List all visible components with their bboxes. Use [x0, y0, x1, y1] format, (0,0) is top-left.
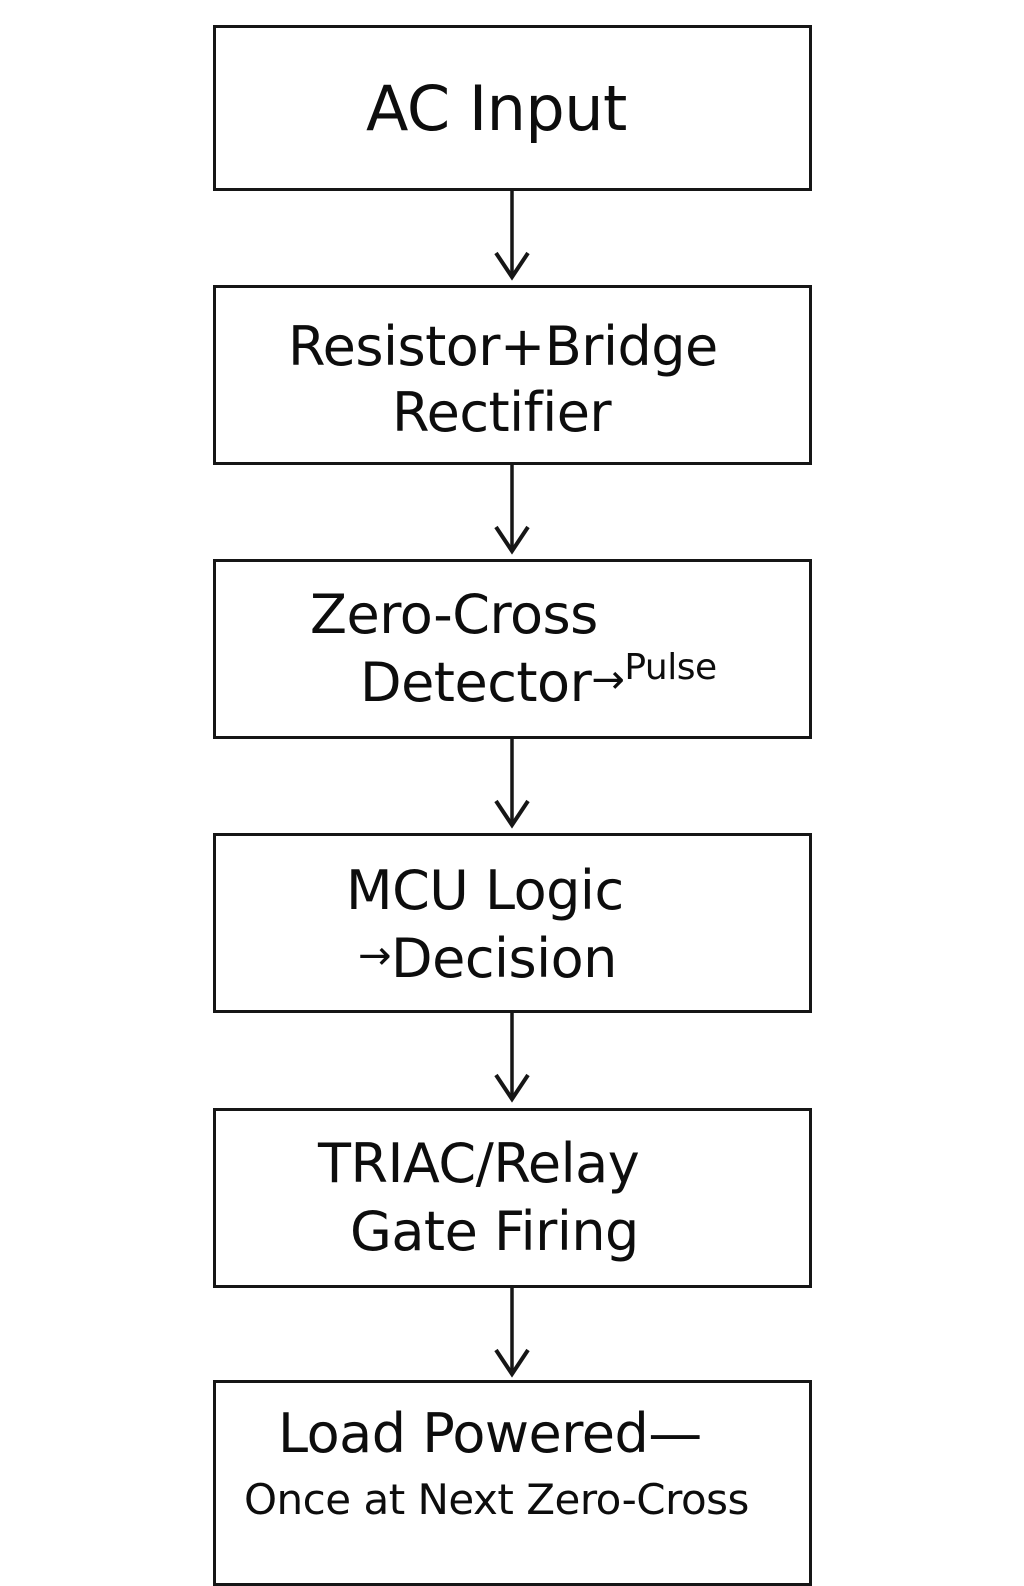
node-rectifier-line-1: Resistor+Bridge [288, 315, 718, 378]
node-zero-cross-line-1: Zero-Cross [310, 583, 598, 646]
node-load-powered: Load Powered— Once at Next Zero-Cross [213, 1380, 812, 1586]
node-ac-input: AC Input [213, 25, 812, 191]
node-zero-cross-detector-word: Detector [360, 651, 592, 714]
node-mcu-logic-line-1: MCU Logic [346, 859, 624, 922]
node-load-powered-line-2: Once at Next Zero-Cross [244, 1475, 749, 1524]
node-zero-cross-detector: Zero-Cross Detector→Pulse [213, 559, 812, 739]
right-arrow-glyph: → [591, 657, 625, 703]
node-triac-relay: TRIAC/Relay Gate Firing [213, 1108, 812, 1288]
arrow-zero-cross-to-mcu [492, 737, 532, 831]
node-mcu-decision-word: Decision [391, 927, 617, 990]
node-mcu-logic-line-2: →Decision [358, 932, 617, 986]
node-load-powered-line-1: Load Powered— [278, 1402, 702, 1465]
node-zero-cross-pulse-label: Pulse [624, 647, 717, 688]
arrow-triac-to-load [492, 1286, 532, 1380]
arrow-ac-input-to-rectifier [492, 189, 532, 283]
node-rectifier: Resistor+Bridge Rectifier [213, 285, 812, 465]
node-mcu-logic: MCU Logic →Decision [213, 833, 812, 1013]
arrow-rectifier-to-zero-cross [492, 463, 532, 557]
node-rectifier-line-2: Rectifier [392, 381, 612, 444]
right-arrow-glyph: → [358, 933, 392, 979]
node-triac-relay-line-2: Gate Firing [350, 1200, 639, 1263]
node-triac-relay-line-1: TRIAC/Relay [318, 1132, 640, 1195]
node-zero-cross-line-2: Detector→Pulse [360, 650, 717, 710]
node-ac-input-label: AC Input [366, 72, 627, 145]
arrow-mcu-to-triac [492, 1011, 532, 1105]
